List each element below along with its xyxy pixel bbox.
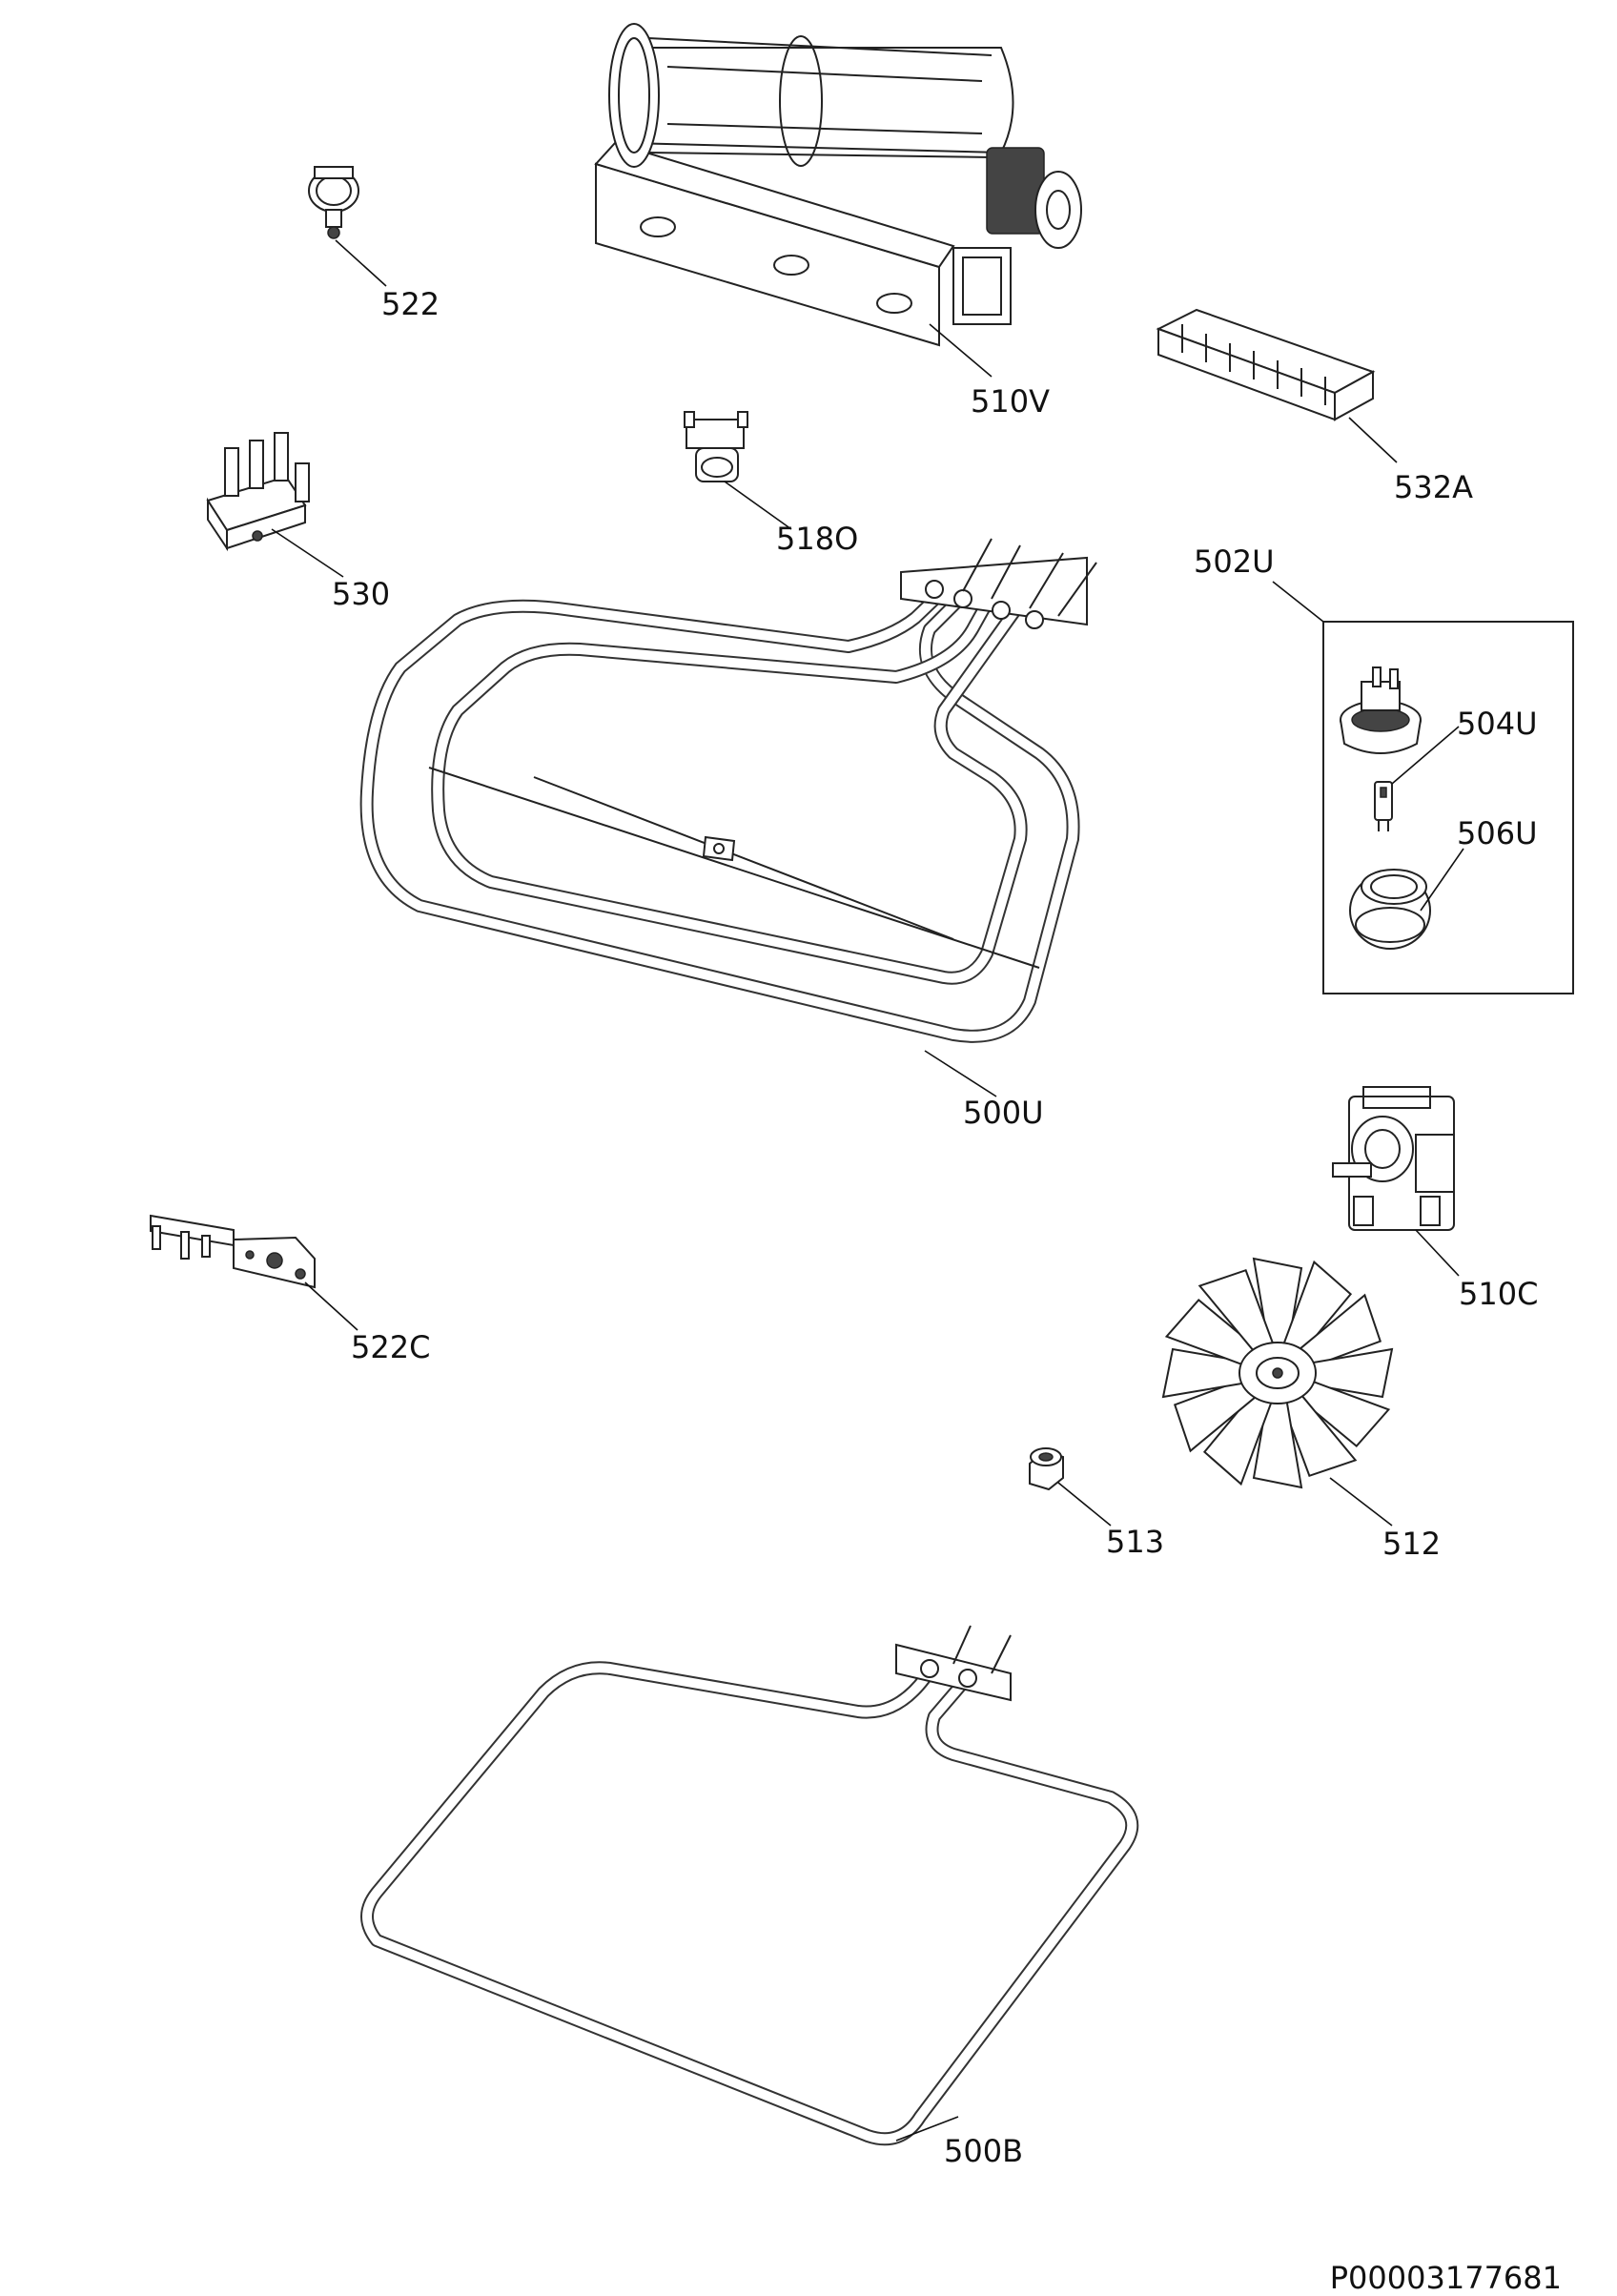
fan-blade-icon[interactable]: [1161, 1257, 1394, 1489]
terminal-block-icon[interactable]: [206, 432, 310, 552]
leader-510C: [1415, 1229, 1460, 1277]
nut-icon[interactable]: [1029, 1447, 1064, 1491]
leader-506U: [1420, 848, 1464, 912]
thermostat-icon[interactable]: [684, 411, 748, 482]
document-id: P00003177681: [1329, 2260, 1562, 2296]
leader-504U: [1391, 726, 1460, 785]
label-512: 512: [1382, 1526, 1441, 1562]
cable-clamp-icon[interactable]: [308, 166, 359, 239]
leader-502U: [1272, 581, 1324, 623]
leader-522: [335, 239, 387, 287]
leader-lines: [271, 239, 1464, 2142]
label-518O: 518O: [776, 521, 858, 557]
leader-512: [1329, 1477, 1393, 1527]
label-510V: 510V: [971, 383, 1050, 420]
lower-heating-element-icon[interactable]: [360, 1625, 1139, 2146]
label-504U: 504U: [1457, 706, 1538, 742]
label-513: 513: [1106, 1524, 1164, 1560]
leader-532A: [1348, 417, 1398, 463]
lamp-bulb-icon[interactable]: [1374, 781, 1393, 831]
leader-500U: [924, 1050, 997, 1097]
label-500B: 500B: [944, 2133, 1023, 2169]
leader-518O: [724, 481, 792, 530]
part-labels: 522 510V 532A 530 518O 502U 504U 506U 50…: [332, 286, 1538, 2169]
door-switch-icon[interactable]: [150, 1214, 316, 1289]
lamp-socket-icon: [1340, 666, 1422, 754]
label-500U: 500U: [963, 1095, 1044, 1131]
label-532A: 532A: [1394, 469, 1473, 505]
label-522C: 522C: [351, 1329, 430, 1365]
leader-522C: [304, 1281, 358, 1331]
leader-530: [271, 528, 344, 578]
label-506U: 506U: [1457, 815, 1538, 851]
fan-motor-icon[interactable]: [1332, 1086, 1455, 1231]
connector-block-icon[interactable]: [1156, 308, 1376, 421]
leader-500B: [895, 2116, 959, 2142]
lamp-cover-icon[interactable]: [1349, 869, 1431, 950]
tangential-fan-icon[interactable]: [594, 23, 1082, 347]
label-522: 522: [381, 286, 440, 322]
upper-heating-element-icon[interactable]: [359, 538, 1097, 1043]
label-510C: 510C: [1459, 1276, 1538, 1312]
leader-513: [1057, 1482, 1112, 1527]
label-530: 530: [332, 576, 390, 612]
label-502U: 502U: [1194, 543, 1275, 580]
oven-lamp-assembly-icon[interactable]: [1322, 621, 1574, 994]
leader-510V: [929, 323, 993, 378]
